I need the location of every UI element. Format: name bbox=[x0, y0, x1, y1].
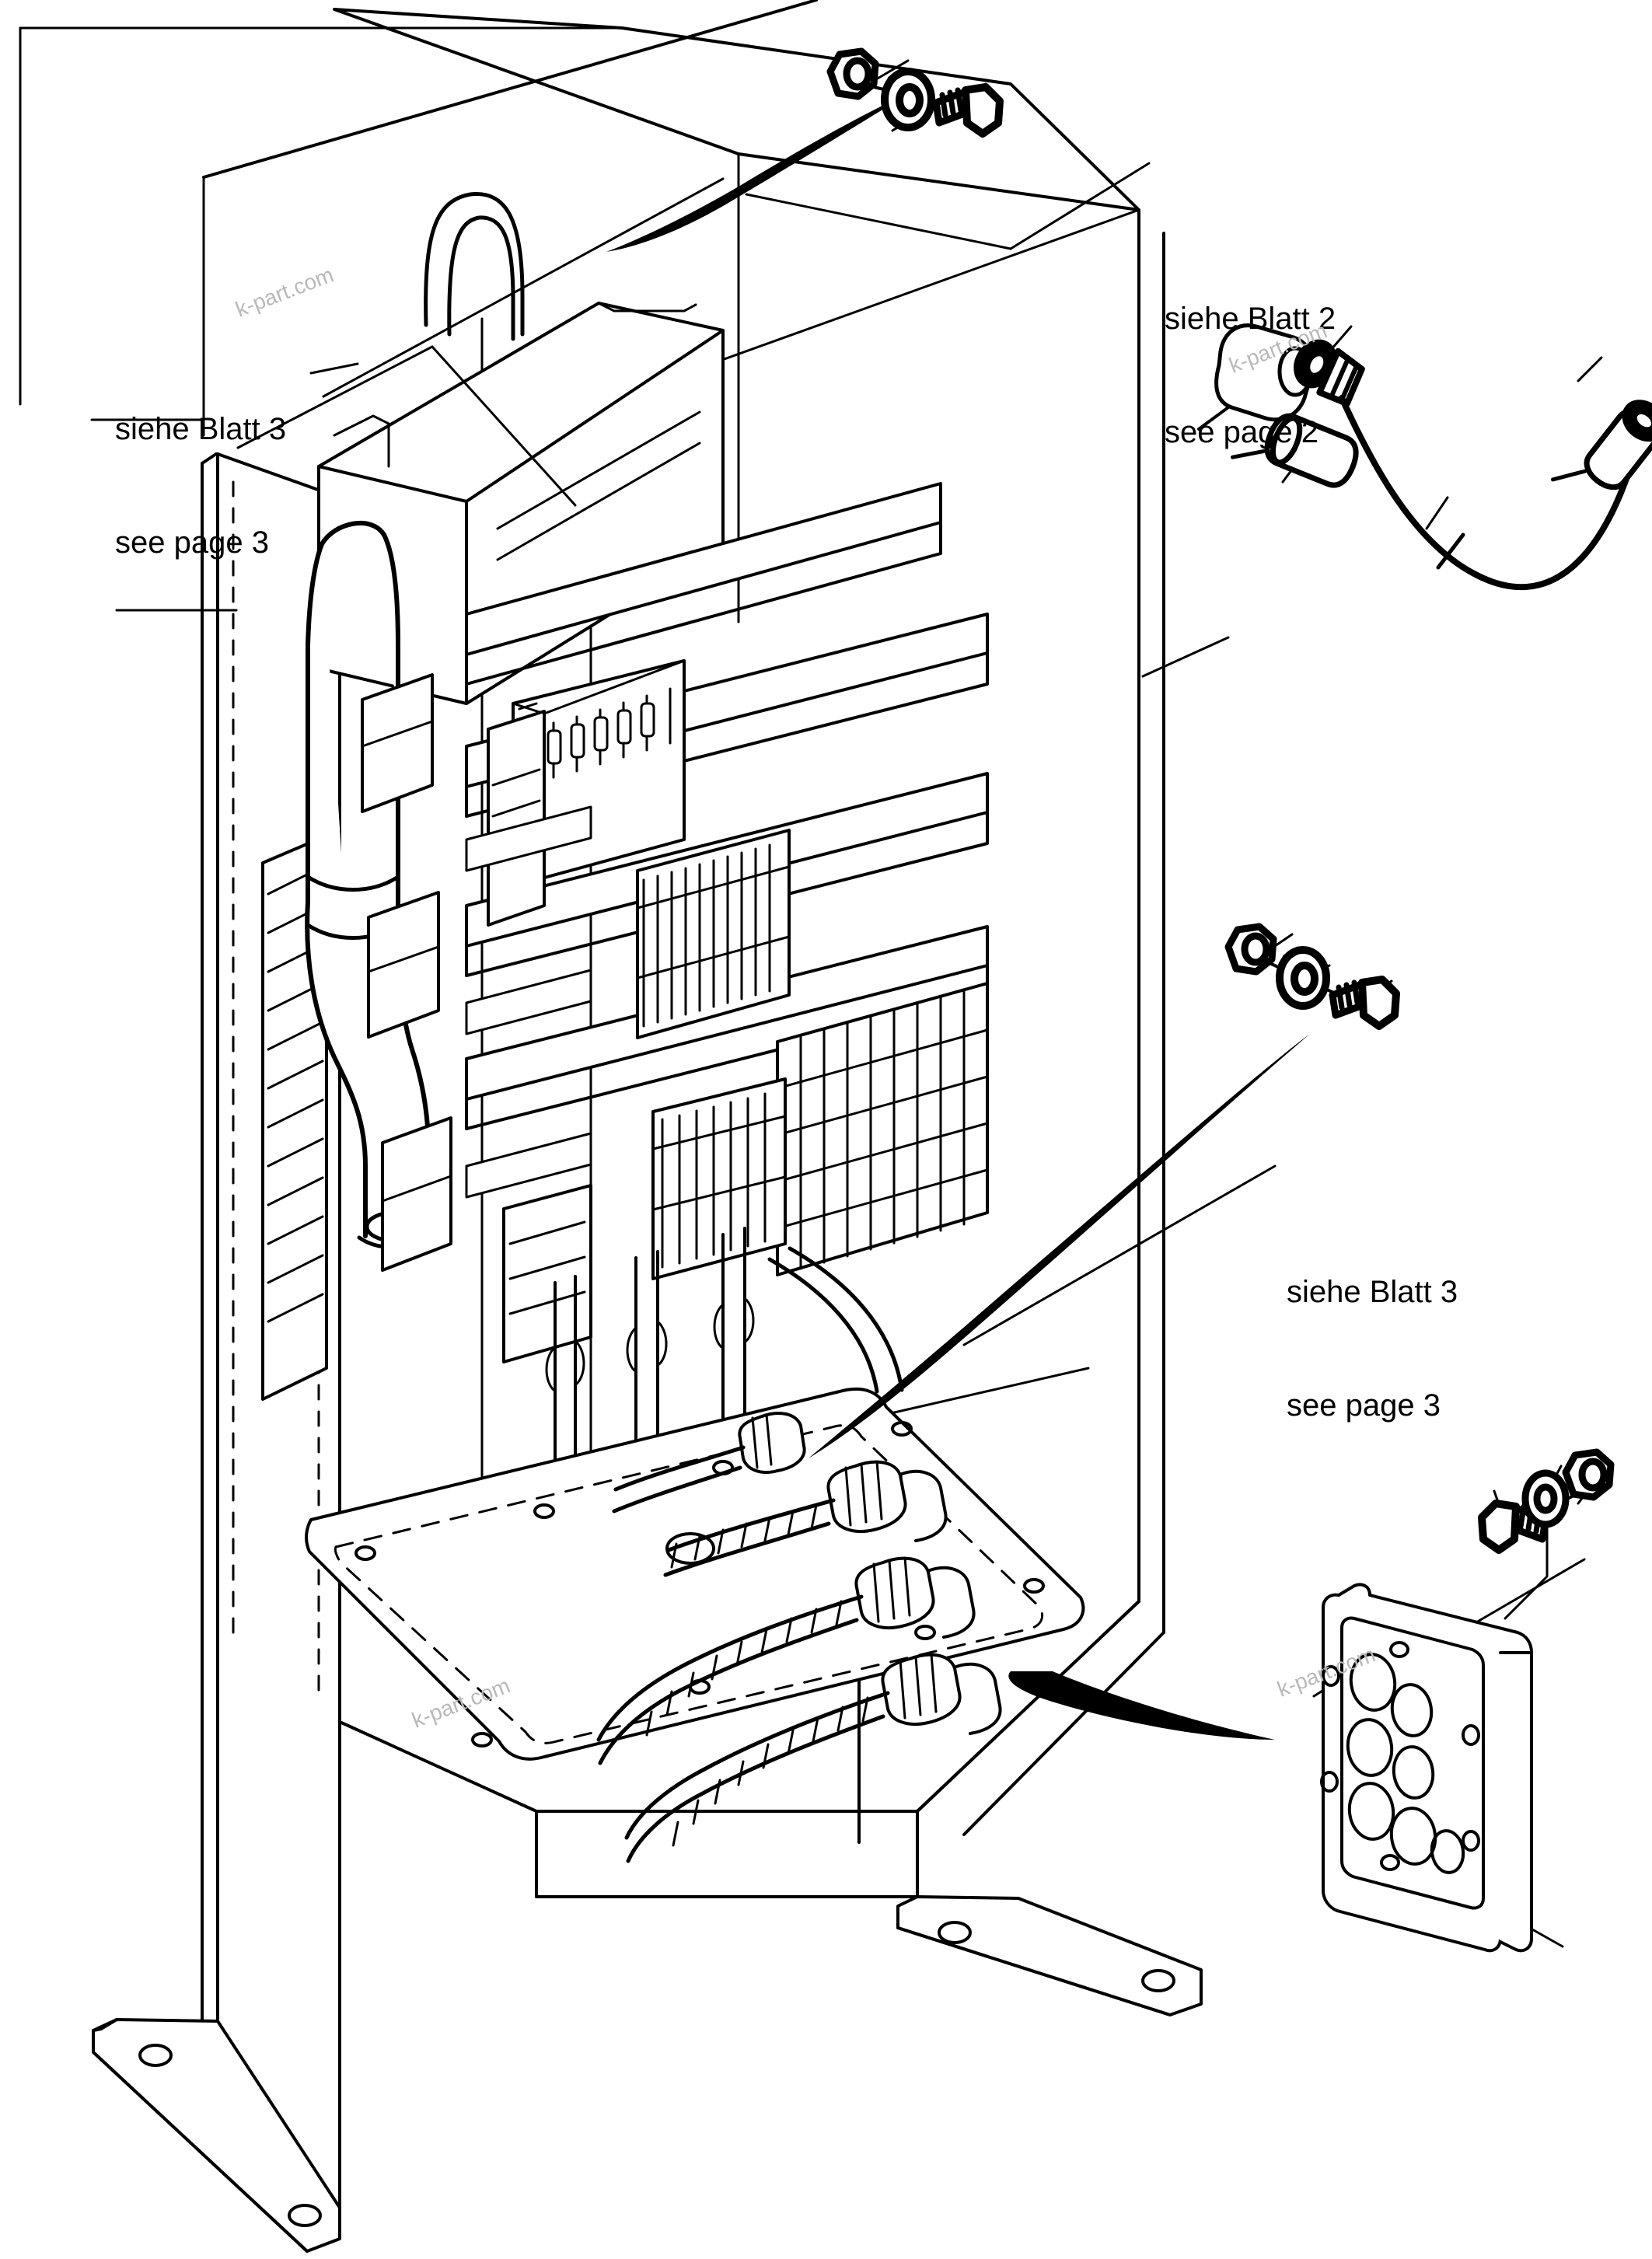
arrow-top bbox=[606, 93, 910, 252]
hardware-bottom-right bbox=[1482, 1452, 1611, 1550]
callout-top-right-en: see page 2 bbox=[1165, 414, 1318, 449]
callout-mid-right: siehe Blatt 3 see page 3 bbox=[1287, 1197, 1458, 1500]
gland-plate-assembly bbox=[1320, 1583, 1533, 1953]
callout-top-left-en: see page 3 bbox=[115, 525, 269, 560]
cable-harness bbox=[1197, 323, 1652, 591]
terminal-block-lower bbox=[651, 1077, 787, 1280]
terminal-block-left-upper bbox=[487, 710, 546, 927]
terminal-block-middle bbox=[636, 829, 791, 1039]
relay-modules-left bbox=[361, 673, 452, 1272]
callout-mid-right-en: see page 3 bbox=[1287, 1388, 1441, 1423]
callout-top-right-de: siehe Blatt 2 bbox=[1165, 301, 1336, 336]
cable-glands-and-conduits bbox=[596, 1246, 1002, 1863]
mounting-foot-left bbox=[92, 2018, 341, 2253]
callout-top-left-de: siehe Blatt 3 bbox=[115, 411, 287, 446]
callout-mid-right-de: siehe Blatt 3 bbox=[1287, 1274, 1458, 1309]
hardware-middle-right bbox=[1228, 927, 1396, 1026]
arrow-bottom bbox=[1008, 1671, 1275, 1740]
lifting-handle bbox=[424, 192, 525, 341]
mounting-foot-right bbox=[896, 1895, 1203, 2016]
pointer-arrows bbox=[606, 93, 1310, 1740]
power-supply-module bbox=[317, 302, 725, 705]
arrow-middle bbox=[809, 1034, 1310, 1458]
terminal-block-left-lower bbox=[502, 1184, 592, 1363]
callout-top-left: siehe Blatt 3 see page 3 bbox=[115, 334, 286, 637]
hardware-top bbox=[830, 51, 1000, 134]
busbar-supports bbox=[465, 805, 592, 1199]
callout-top-right: siehe Blatt 2 see page 2 bbox=[1165, 224, 1336, 527]
fuse-block-array bbox=[776, 982, 989, 1276]
